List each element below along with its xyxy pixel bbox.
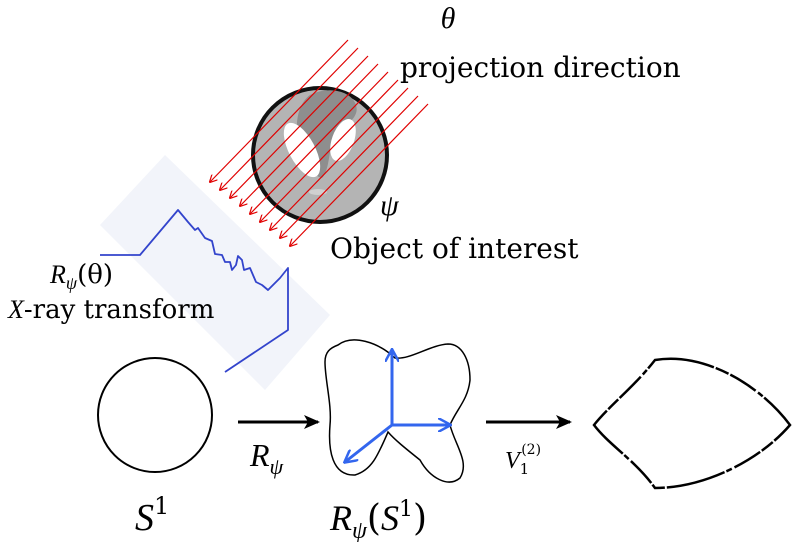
projection-ray <box>230 55 369 198</box>
unit-circle <box>97 357 213 473</box>
basis-vectors <box>345 350 450 462</box>
projection-ray <box>250 71 389 214</box>
xray-transform-symbol: Rψ(θ) <box>49 260 113 293</box>
basis-vector-down-left <box>345 423 393 462</box>
theta-label: θ <box>441 2 456 35</box>
projection-ray <box>270 87 409 230</box>
projection-ray <box>260 79 399 222</box>
projection-rays <box>210 39 429 246</box>
projection-ray <box>220 47 359 190</box>
projection-ray <box>210 39 349 182</box>
image-label: Rψ(S1) <box>329 497 427 542</box>
projection-direction-label: projection direction <box>400 51 681 84</box>
detector-plane <box>100 155 330 390</box>
xray-transform-label: X-ray transform <box>7 295 214 325</box>
object-of-interest <box>251 86 389 224</box>
psi-label: ψ <box>380 189 400 222</box>
circle-s1-label: S1 <box>135 492 169 539</box>
xray-transform-curve <box>100 209 289 373</box>
image-shape <box>324 339 471 483</box>
projection-ray <box>290 103 429 246</box>
map-arrow-v-label: V1(2) <box>505 442 541 478</box>
projection-ray <box>280 95 419 238</box>
object-of-interest-label: Object of interest <box>330 232 579 265</box>
map-arrow-r-psi-label: Rψ <box>249 437 284 479</box>
projection-ray <box>240 63 379 206</box>
result-curve <box>592 357 792 490</box>
